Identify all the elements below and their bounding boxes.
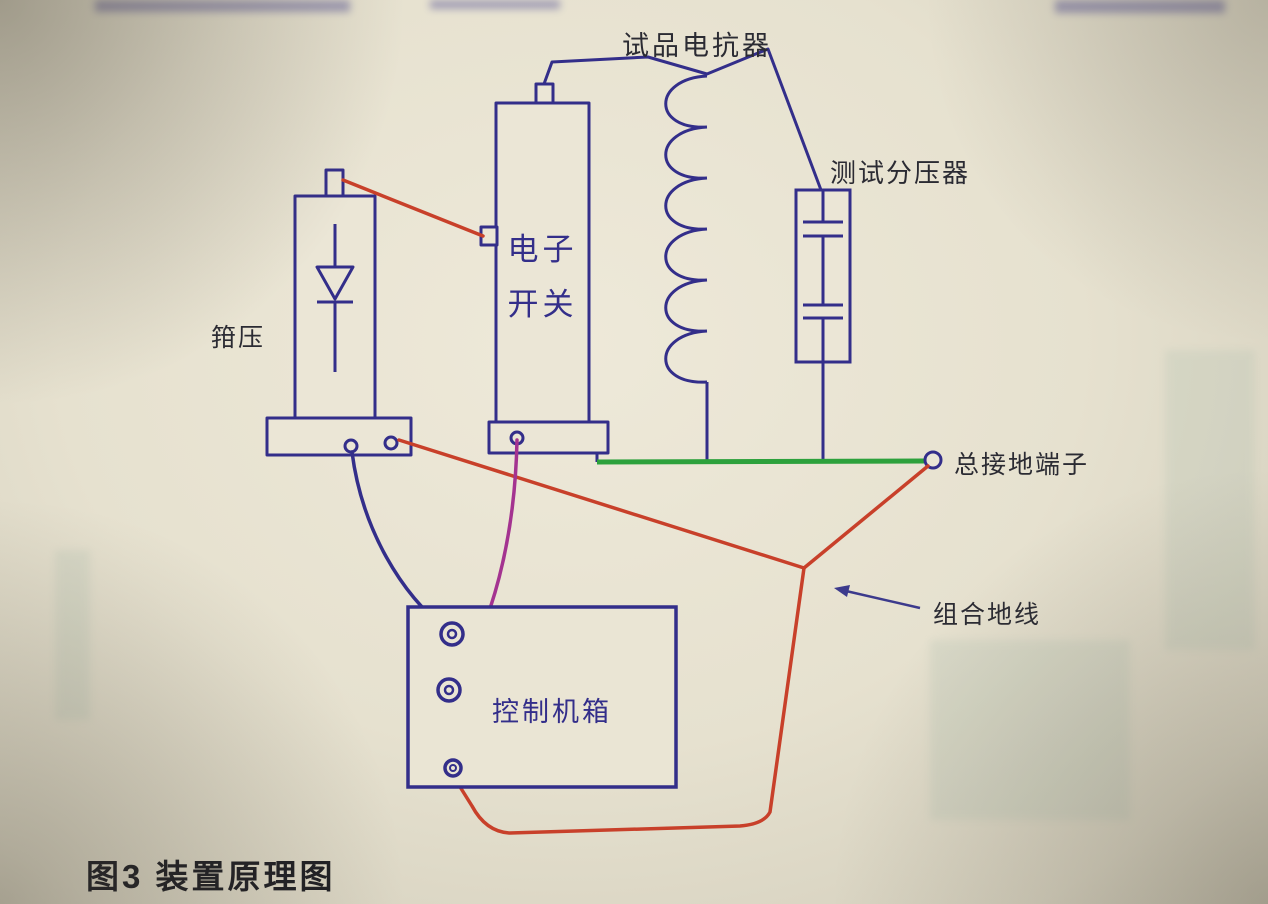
switch-base: [487, 420, 610, 455]
capacitor-symbols-icon: [803, 190, 843, 362]
red-wire-ground-terminal-to-junction: [802, 464, 930, 570]
reactor-coil: [664, 74, 709, 461]
switch-top-nub: [534, 82, 555, 106]
ground-wire-label: 组合地线: [933, 601, 1042, 629]
switch-label-line1: 电子: [507, 232, 578, 267]
control-terminal-3-inner: [449, 764, 457, 772]
control-terminal-1-outer: [439, 621, 465, 647]
switch-body: [494, 101, 591, 425]
control-box-label: 控制机箱: [492, 697, 612, 727]
figure-caption: 图3 装置原理图: [86, 858, 336, 895]
clamp-label: 箝压: [211, 324, 266, 352]
navy-wire-clamp-to-control: [350, 450, 449, 632]
red-wires: [341, 178, 930, 835]
control-box-unit: [406, 605, 678, 789]
ground-terminal-label: 总接地端子: [954, 451, 1090, 479]
control-terminal-2-inner: [443, 684, 455, 696]
ground-bus-wire: [596, 458, 925, 465]
clamp-base-terminal-left: [343, 438, 359, 454]
clamp-diode-unit: [265, 168, 413, 457]
ground-wire-arrow-icon: [834, 585, 921, 610]
red-wire-clamp-to-switch: [341, 178, 485, 238]
control-terminal-2-outer: [436, 677, 462, 703]
main-ground-terminal: [923, 450, 943, 470]
control-terminal-3-outer: [443, 758, 463, 778]
red-wire-junction-to-control-box: [450, 566, 806, 835]
reactor-label: 试品电抗器: [622, 31, 772, 61]
electronic-switch-unit: [479, 82, 610, 455]
control-terminal-1-inner: [446, 628, 458, 640]
clamp-top-nub: [324, 168, 345, 199]
clamp-base-terminal-right: [383, 435, 399, 451]
top-wire: [542, 47, 823, 191]
ground-bus: [595, 450, 943, 470]
diode-symbol-icon: [315, 224, 355, 372]
divider-label: 测试分压器: [830, 158, 971, 188]
switch-label-line2: 开关: [507, 287, 578, 322]
red-wire-clamp-base-to-junction: [397, 438, 806, 570]
voltage-divider-unit: [794, 188, 852, 461]
